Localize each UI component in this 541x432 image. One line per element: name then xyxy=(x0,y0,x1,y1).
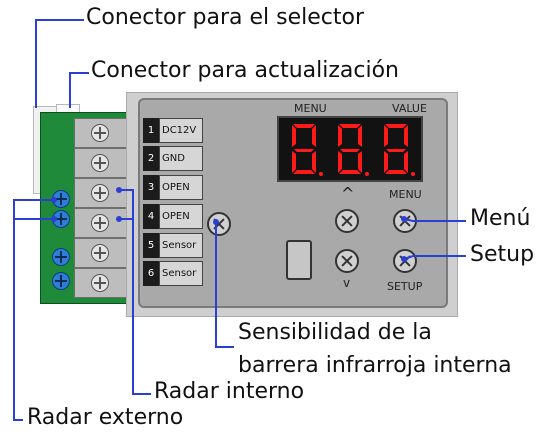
seven-segment-display: 888 xyxy=(277,116,423,182)
segment-1-g xyxy=(294,149,314,152)
terminal-label-1: 1 DC12V xyxy=(143,118,203,143)
leader-setup-dot xyxy=(401,256,407,262)
leader-sensitivity xyxy=(215,222,234,348)
callout-selector-connector: Conector para el selector xyxy=(86,5,364,30)
segment-2-f xyxy=(338,125,342,147)
callout-internal-radar: Radar interno xyxy=(154,379,305,404)
segment-2-b xyxy=(358,125,362,147)
external-terminal-block xyxy=(47,188,75,296)
segment-3-e xyxy=(384,151,388,173)
menu-button-label: MENU xyxy=(389,188,422,201)
terminal-label-3: 3 OPEN xyxy=(143,175,203,200)
segment-2-e xyxy=(338,151,342,173)
segment-3-c xyxy=(404,151,408,173)
callout-external-radar: Radar externo xyxy=(27,405,184,430)
segment-1-c xyxy=(312,151,316,173)
segment-1-f xyxy=(292,125,296,147)
terminal-label-5: 5 Sensor xyxy=(143,233,203,258)
segment-3-a xyxy=(385,124,407,128)
segment-2-d xyxy=(339,170,361,174)
control-panel: 1 DC12V 2 GND 3 OPEN 4 OPEN 5 Sensor 6 S… xyxy=(138,98,448,308)
leader-selector xyxy=(35,19,84,108)
segment-3-b xyxy=(404,125,408,147)
display-label-menu: MENU xyxy=(294,102,327,115)
segment-3-d xyxy=(385,170,407,174)
terminal-label-4: 4 OPEN xyxy=(143,204,203,229)
down-arrow-icon: v xyxy=(343,276,351,290)
segment-2-c xyxy=(358,151,362,173)
terminal-block xyxy=(74,118,128,298)
callout-menu: Menú xyxy=(470,206,531,231)
setup-button-label: SETUP xyxy=(387,280,423,293)
segment-3-f xyxy=(384,125,388,147)
leader-external-radar-a xyxy=(13,199,54,421)
callout-sensitivity-line1: Sensibilidad de la xyxy=(238,320,432,345)
callout-update-connector: Conector para actualización xyxy=(91,58,399,83)
leader-menu xyxy=(403,218,466,222)
callout-setup: Setup xyxy=(470,242,535,267)
terminal-label-2: 2 GND xyxy=(143,146,203,171)
segment-2-a xyxy=(339,124,361,128)
terminal-label-6: 6 Sensor xyxy=(143,261,203,286)
segment-1-b xyxy=(312,125,316,147)
segment-1-e xyxy=(292,151,296,173)
leader-internal-radar-a xyxy=(119,189,151,395)
decimal-point-3 xyxy=(411,172,415,176)
segment-3-g xyxy=(386,149,406,152)
leader-sensitivity-dot xyxy=(213,219,219,225)
segment-1-a xyxy=(293,124,315,128)
decimal-point-1 xyxy=(319,172,323,176)
segment-2-g xyxy=(340,149,360,152)
leader-setup xyxy=(403,255,466,260)
callout-sensitivity-line2: barrera infrarroja interna xyxy=(238,353,512,378)
up-arrow-icon: ^ xyxy=(341,184,355,203)
segment-1-d xyxy=(293,170,315,174)
rect-indicator xyxy=(286,240,312,280)
leader-menu-dot xyxy=(401,216,407,222)
display-digits-graphic xyxy=(292,124,415,176)
leader-update xyxy=(69,72,89,108)
decimal-point-2 xyxy=(365,172,369,176)
display-label-value: VALUE xyxy=(392,102,427,115)
sensitivity-knob[interactable] xyxy=(207,212,231,236)
down-button[interactable] xyxy=(335,249,359,273)
up-button[interactable] xyxy=(335,209,359,233)
